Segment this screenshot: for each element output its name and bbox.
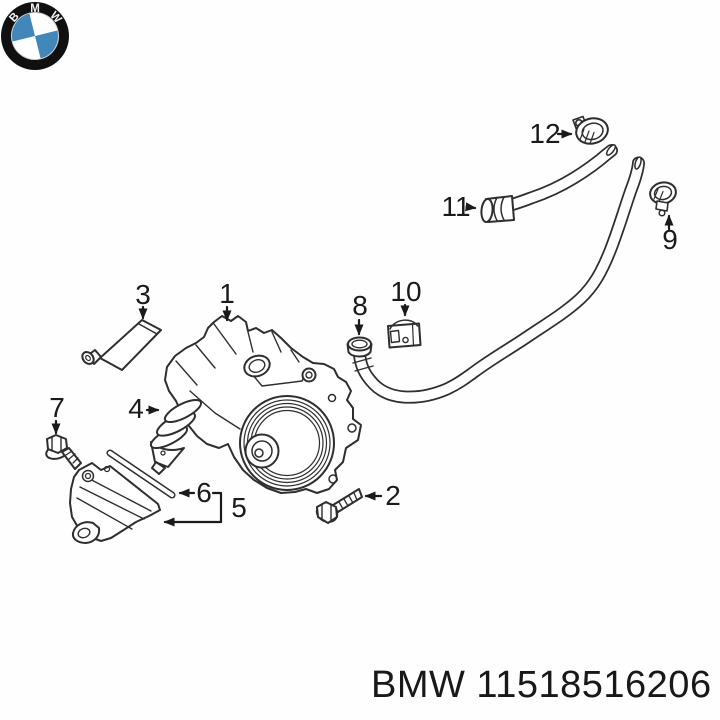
callout-6: 6 — [196, 477, 212, 508]
elbow-hose-connector — [348, 338, 374, 372]
coolant-hose-long — [359, 156, 642, 397]
callout-5-bracket — [163, 493, 221, 527]
sealant-tube — [80, 320, 161, 370]
pump-pulley — [240, 396, 334, 490]
callout-7: 7 — [49, 392, 65, 423]
oring-boss — [241, 352, 272, 380]
part-number: BMW 11518516206 — [371, 664, 712, 706]
callout-5: 5 — [231, 492, 247, 523]
callout-arrows — [51, 129, 674, 527]
coolant-hose-11 — [481, 144, 617, 223]
hose-clamp-10 — [388, 320, 421, 347]
mounting-eyelet — [303, 369, 316, 382]
callout-1: 1 — [219, 278, 235, 309]
hose-open-end — [634, 156, 643, 169]
hose-clamp-12 — [573, 115, 611, 147]
callout-4: 4 — [128, 393, 144, 424]
gasket-strip — [110, 453, 172, 495]
flange-bolt-hole — [329, 475, 337, 483]
callout-3: 3 — [135, 279, 151, 310]
svg-text:M: M — [30, 3, 40, 15]
flange-bolt-hole — [329, 395, 336, 402]
callout-10: 10 — [390, 276, 422, 307]
callout-2: 2 — [385, 480, 401, 511]
flange-bolt-hole — [348, 424, 356, 432]
bmw-logo-quadrants — [11, 12, 59, 60]
bmw-logo: B M W — [1, 2, 69, 70]
thermostat — [148, 396, 204, 474]
hose-open-end — [605, 144, 617, 157]
water-pump-assembly — [165, 316, 361, 493]
thermostat-housing — [70, 463, 160, 543]
bolt-7 — [45, 435, 81, 469]
callout-11: 11 — [441, 191, 471, 222]
hose-clamp-9 — [648, 180, 678, 216]
bolt-2 — [314, 489, 362, 525]
hose-fitting — [481, 196, 514, 222]
callout-8: 8 — [352, 290, 368, 321]
callout-9: 9 — [662, 224, 678, 255]
callout-12: 12 — [529, 118, 561, 149]
